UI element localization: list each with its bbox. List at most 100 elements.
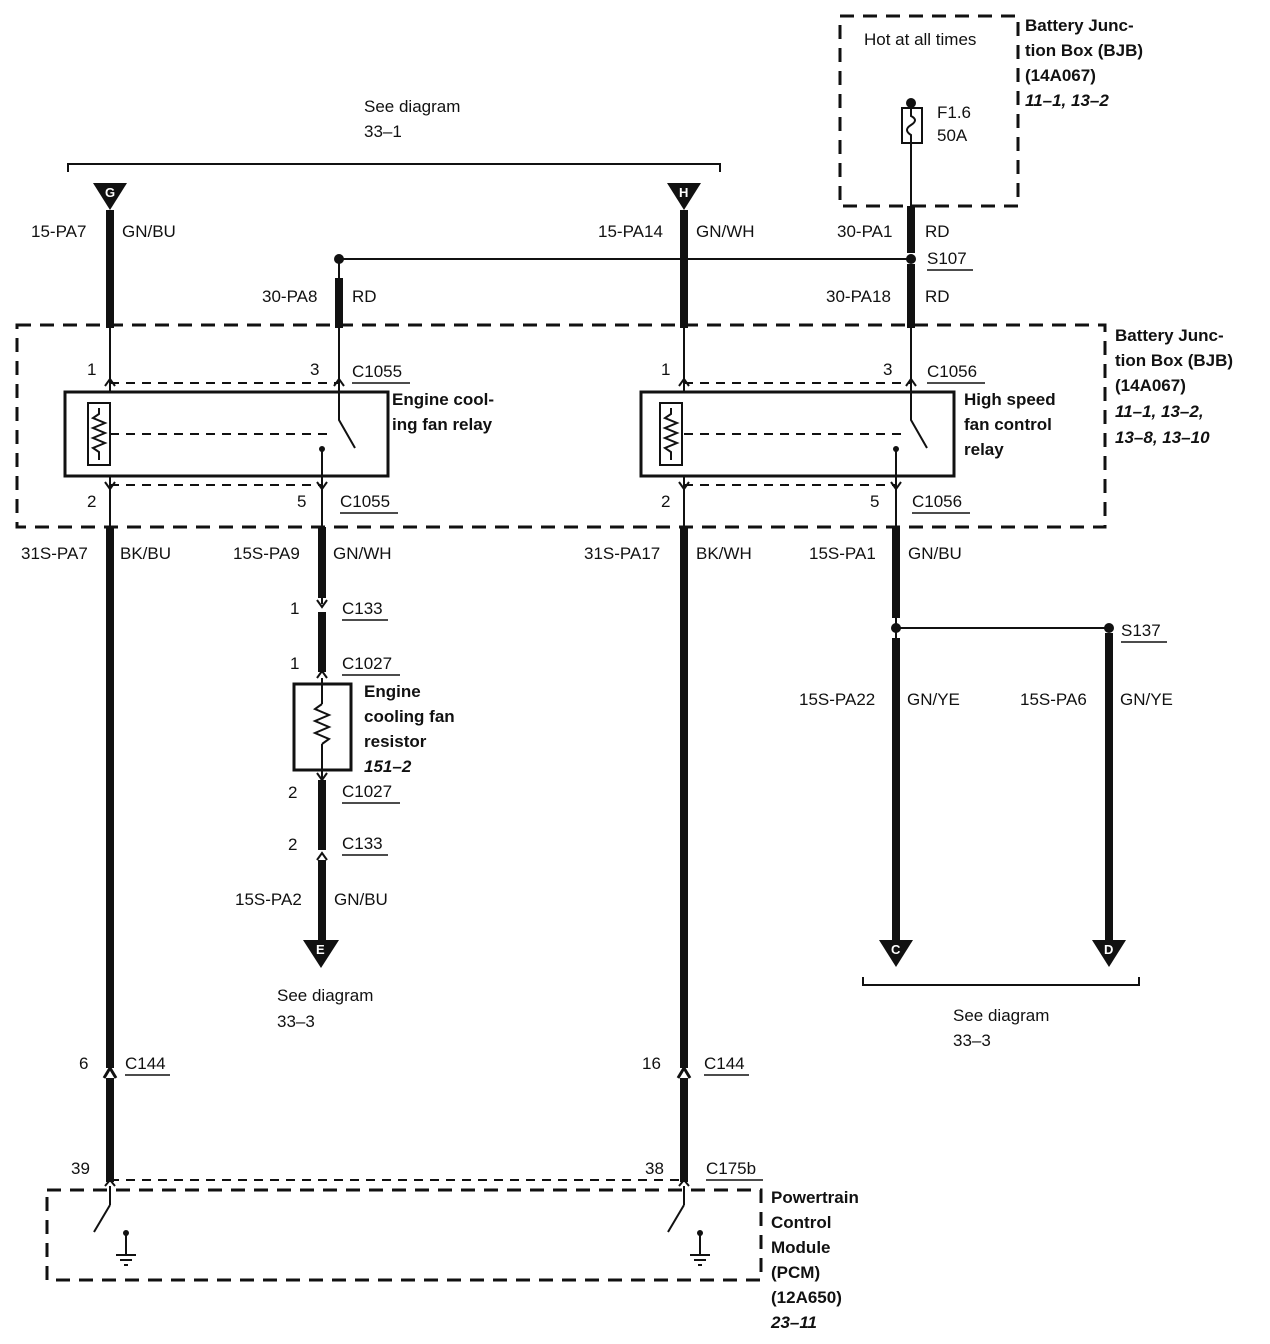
bjb-top-name-2: tion Box (BJB) — [1025, 41, 1143, 60]
wire-15s-pa1-circuit: 15S-PA1 — [809, 544, 876, 563]
wire-31s-pa17-circuit: 31S-PA17 — [584, 544, 660, 563]
terminal-h-label: H — [679, 185, 688, 200]
pcm-name-3: Module — [771, 1238, 831, 1257]
see-diagram-top: See diagram — [364, 97, 460, 116]
wire-15s-pa2-color: GN/BU — [334, 890, 388, 909]
relay1-conn-bottom: C1055 — [340, 492, 390, 511]
pcm-right-ground-icon — [690, 1233, 710, 1266]
wire-31s-pa7-circuit: 31S-PA7 — [21, 544, 88, 563]
wire-30-pa1-color: RD — [925, 222, 950, 241]
terminal-d-icon — [1092, 940, 1126, 967]
splice-s137-label: S137 — [1121, 621, 1161, 640]
relay1-pin2: 2 — [87, 492, 96, 511]
relay2-pin1-connector-icon — [678, 377, 690, 387]
pcm-box — [45, 1188, 763, 1282]
relay2-coil-box — [659, 402, 683, 466]
relay1-name-2: ing fan relay — [392, 415, 493, 434]
wire-15s-pa22-color: GN/YE — [907, 690, 960, 709]
c1027-top-connector-icon — [316, 669, 328, 679]
c144-left-connector-icon — [102, 1065, 118, 1079]
see-diagram-top-ref: 33–1 — [364, 122, 402, 141]
bjb-main-refs-1: 11–1, 13–2, — [1115, 402, 1204, 421]
pcm-conn: C175b — [706, 1159, 756, 1178]
terminal-h-icon — [667, 183, 701, 210]
relay1-pin3: 3 — [310, 360, 319, 379]
fuse-element-icon — [906, 108, 916, 143]
pcm-ref: 23–11 — [770, 1313, 817, 1332]
bjb-main-name-2: tion Box (BJB) — [1115, 351, 1233, 370]
relay2-conn-bottom: C1056 — [912, 492, 962, 511]
pcm-name-1: Powertrain — [771, 1188, 859, 1207]
pcm-right-connector-icon — [678, 1178, 690, 1187]
fuse-rating: 50A — [937, 126, 968, 145]
wire-15s-pa22-circuit: 15S-PA22 — [799, 690, 875, 709]
relay2-pin5-connector-icon — [890, 481, 902, 491]
c133-top-connector-icon — [316, 599, 328, 609]
c1027-top: C1027 — [342, 654, 392, 673]
terminal-d-label: D — [1104, 942, 1113, 957]
relay2-pin3-connector-icon — [905, 377, 917, 387]
wire-30-pa8-circuit: 30-PA8 — [262, 287, 317, 306]
bjb-top-refs: 11–1, 13–2 — [1025, 91, 1109, 110]
wire-15-pa7-color: GN/BU — [122, 222, 176, 241]
wire-15s-pa9-color: GN/WH — [333, 544, 392, 563]
relay2-switch-icon — [910, 392, 928, 449]
relay1-pin2-connector-icon — [104, 481, 116, 491]
c1027-bottom: C1027 — [342, 782, 392, 801]
relay2-coil-icon — [662, 408, 680, 460]
wire-15-pa14-color: GN/WH — [696, 222, 755, 241]
relay1-coil-icon — [90, 408, 108, 460]
top-bracket — [67, 163, 721, 172]
terminal-e-icon — [303, 940, 339, 968]
relay2-body — [639, 390, 956, 478]
relay2-pin2-connector-icon — [678, 481, 690, 491]
see-diagram-e: See diagram — [277, 986, 373, 1005]
resistor-ref: 151–2 — [364, 757, 412, 776]
pcm-name-2: Control — [771, 1213, 831, 1232]
c133-bottom: C133 — [342, 834, 383, 853]
c144-left-pin: 6 — [79, 1054, 88, 1073]
pcm-left-switch-icon — [93, 1204, 111, 1233]
relay1-body — [63, 390, 390, 478]
wire-30-pa18-color: RD — [925, 287, 950, 306]
pcm-pin-left: 39 — [71, 1159, 90, 1178]
c144-left: C144 — [125, 1054, 166, 1073]
relay2-name-1: High speed — [964, 390, 1056, 409]
relay2-pin1: 1 — [661, 360, 670, 379]
relay2-name-3: relay — [964, 440, 1004, 459]
splice-s107-dot — [906, 254, 916, 264]
fuse-id: F1.6 — [937, 103, 971, 122]
c133-top-pin: 1 — [290, 599, 299, 618]
wire-31s-pa7-color: BK/BU — [120, 544, 171, 563]
resistor-icon — [312, 703, 332, 745]
pcm-left-connector-icon — [104, 1178, 116, 1187]
wire-30-pa18-circuit: 30-PA18 — [826, 287, 891, 306]
wire-15s-pa2-circuit: 15S-PA2 — [235, 890, 302, 909]
bjb-top-part: (14A067) — [1025, 66, 1096, 85]
resistor-name-1: Engine — [364, 682, 421, 701]
resistor-name-2: cooling fan — [364, 707, 455, 726]
c144-right: C144 — [704, 1054, 745, 1073]
relay1-pin3-connector-icon — [333, 377, 345, 387]
wire-15s-pa6-color: GN/YE — [1120, 690, 1173, 709]
wire-30-pa8-color: RD — [352, 287, 377, 306]
see-diagram-e-ref: 33–3 — [277, 1012, 315, 1031]
relay1-switch-icon — [338, 392, 356, 449]
pcm-right-switch-icon — [667, 1204, 685, 1233]
relay1-pin1-connector-icon — [104, 377, 116, 387]
c133-bottom-connector-icon — [316, 851, 328, 861]
splice-s137-dot — [1104, 623, 1114, 633]
c133-top: C133 — [342, 599, 383, 618]
c133-bottom-pin: 2 — [288, 835, 297, 854]
relay2-pin5: 5 — [870, 492, 879, 511]
terminal-g-icon — [93, 183, 127, 210]
wire-15s-pa9-circuit: 15S-PA9 — [233, 544, 300, 563]
pcm-name-4: (PCM) — [771, 1263, 820, 1282]
pcm-part: (12A650) — [771, 1288, 842, 1307]
relay1-pin5: 5 — [297, 492, 306, 511]
fuse-terminal-dot — [906, 98, 916, 108]
wire-15-pa14-circuit: 15-PA14 — [598, 222, 663, 241]
relay1-pin5-connector-icon — [316, 481, 328, 491]
wire-15s-pa6-circuit: 15S-PA6 — [1020, 690, 1087, 709]
